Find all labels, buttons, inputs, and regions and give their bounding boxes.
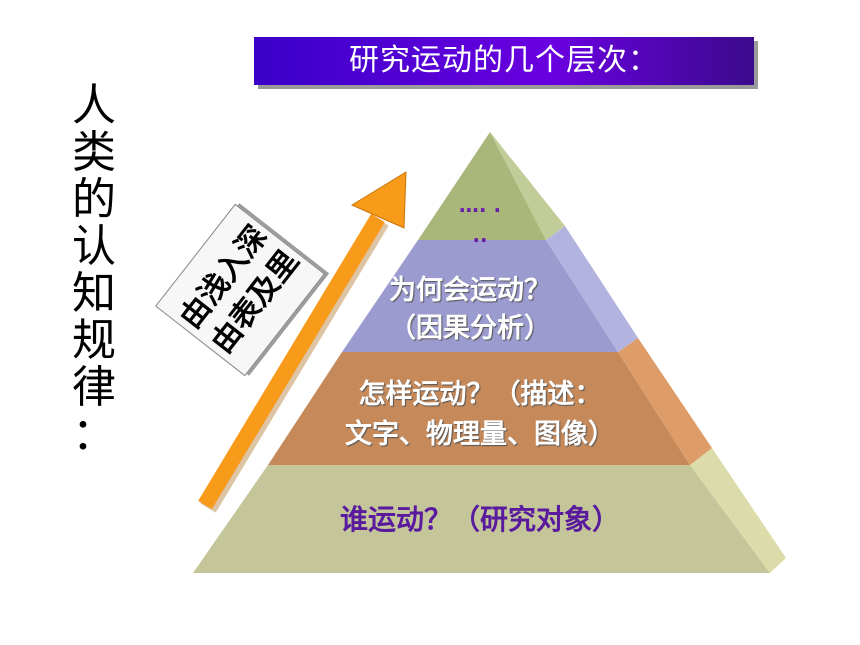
side-title-char: 类	[72, 127, 116, 178]
level-top-line-1: …. .	[458, 193, 502, 217]
level-why-side	[546, 226, 638, 352]
title-banner: 研究运动的几个层次：	[254, 37, 754, 85]
side-title-char: 律	[72, 362, 116, 413]
level-who-front	[193, 465, 770, 573]
page-title: 研究运动的几个层次：	[349, 43, 659, 78]
level-how-label: 怎样运动？（描述： 文字、物理量、图像）	[280, 375, 680, 455]
side-title-char: ：	[72, 409, 116, 460]
level-who-line-1: 谁运动？（研究对象）	[339, 503, 620, 536]
level-top-label: …. . ..	[440, 190, 520, 250]
progress-arrow-icon	[198, 171, 407, 513]
side-title-char: 的	[72, 174, 116, 225]
level-why-line-1: 为何会运动？	[389, 275, 551, 306]
level-why-front	[342, 240, 618, 352]
level-how-line-2: 文字、物理量、图像）	[345, 419, 615, 450]
side-title-char: 人	[72, 80, 116, 131]
level-top-side	[490, 132, 565, 240]
level-how-front	[268, 352, 690, 465]
side-title-char: 知	[72, 268, 116, 319]
level-who-side	[690, 448, 786, 573]
level-top-line-2: ..	[472, 223, 488, 247]
level-how-side	[618, 338, 712, 465]
side-title-char: 规	[72, 315, 116, 366]
level-who-label: 谁运动？（研究对象）	[250, 500, 710, 540]
level-why-label: 为何会运动？ （因果分析）	[340, 272, 600, 348]
side-title-char: 认	[72, 221, 116, 272]
level-why-line-2: （因果分析）	[389, 313, 551, 344]
level-how-line-1: 怎样运动？（描述：	[358, 379, 602, 410]
level-top-front	[418, 132, 546, 240]
side-title: 人 类 的 认 知 规 律 ：	[68, 82, 120, 458]
